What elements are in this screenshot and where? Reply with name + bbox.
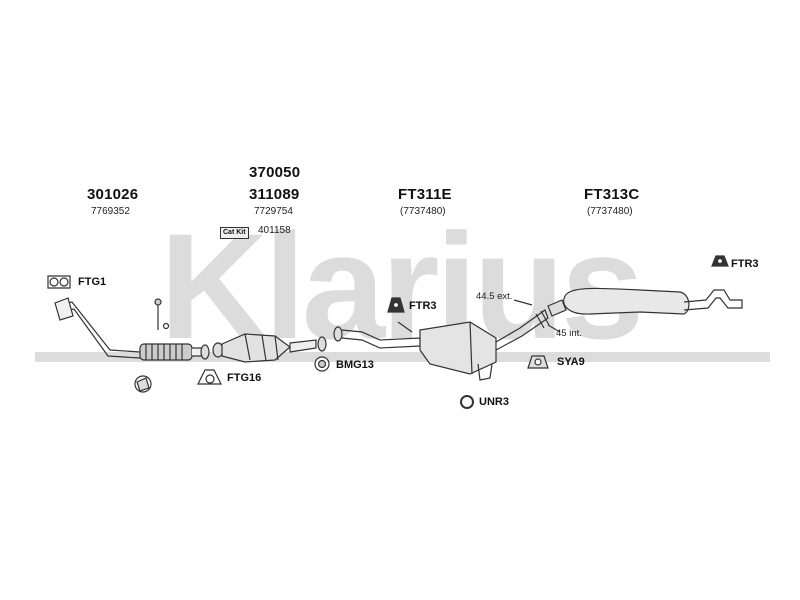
bmg13-icon — [314, 356, 330, 372]
catkit-number: 401158 — [258, 225, 291, 236]
joint-marks — [513, 299, 561, 333]
label-bmg13: BMG13 — [336, 359, 374, 371]
part-number-centre-silencer: FT311E — [398, 186, 452, 203]
oe-number-catalyst: 7729754 — [254, 206, 293, 217]
annotation-ext: 44.5 ext. — [476, 291, 513, 302]
annotation-int: 45 int. — [556, 328, 582, 339]
ftr3-right-icon — [711, 255, 729, 267]
label-unr3: UNR3 — [479, 396, 509, 408]
label-ftg16: FTG16 — [227, 372, 262, 384]
part-number-rear-silencer: FT313C — [584, 186, 640, 203]
sya9-icon — [527, 355, 549, 369]
ftg16-icon — [197, 369, 222, 385]
catkit-badge: Cat Kit — [220, 227, 249, 239]
unr3-icon — [460, 395, 474, 409]
watermark-bar — [35, 352, 770, 362]
part-number-catalyst-alt: 370050 — [249, 164, 301, 181]
ftg1-icon — [47, 275, 71, 289]
rear-silencer-part — [547, 287, 743, 317]
oe-number-rear-silencer: (7737480) — [587, 206, 633, 217]
label-ftr3-right: FTR3 — [731, 258, 759, 270]
front-pipe-part — [54, 297, 210, 361]
part-number-front-pipe: 301026 — [87, 186, 139, 203]
label-sya9: SYA9 — [557, 356, 585, 368]
catalyst-part — [212, 333, 327, 363]
oe-number-front-pipe: 7769352 — [91, 206, 130, 217]
sensor-part — [154, 298, 170, 330]
label-ftr3-mid: FTR3 — [409, 300, 437, 312]
label-ftg1: FTG1 — [78, 276, 107, 288]
ftr3-mid-icon — [387, 297, 405, 313]
centre-silencer-part — [333, 309, 549, 381]
oe-number-centre-silencer: (7737480) — [400, 206, 446, 217]
gasket-part — [134, 375, 152, 393]
part-number-catalyst: 311089 — [249, 186, 300, 203]
